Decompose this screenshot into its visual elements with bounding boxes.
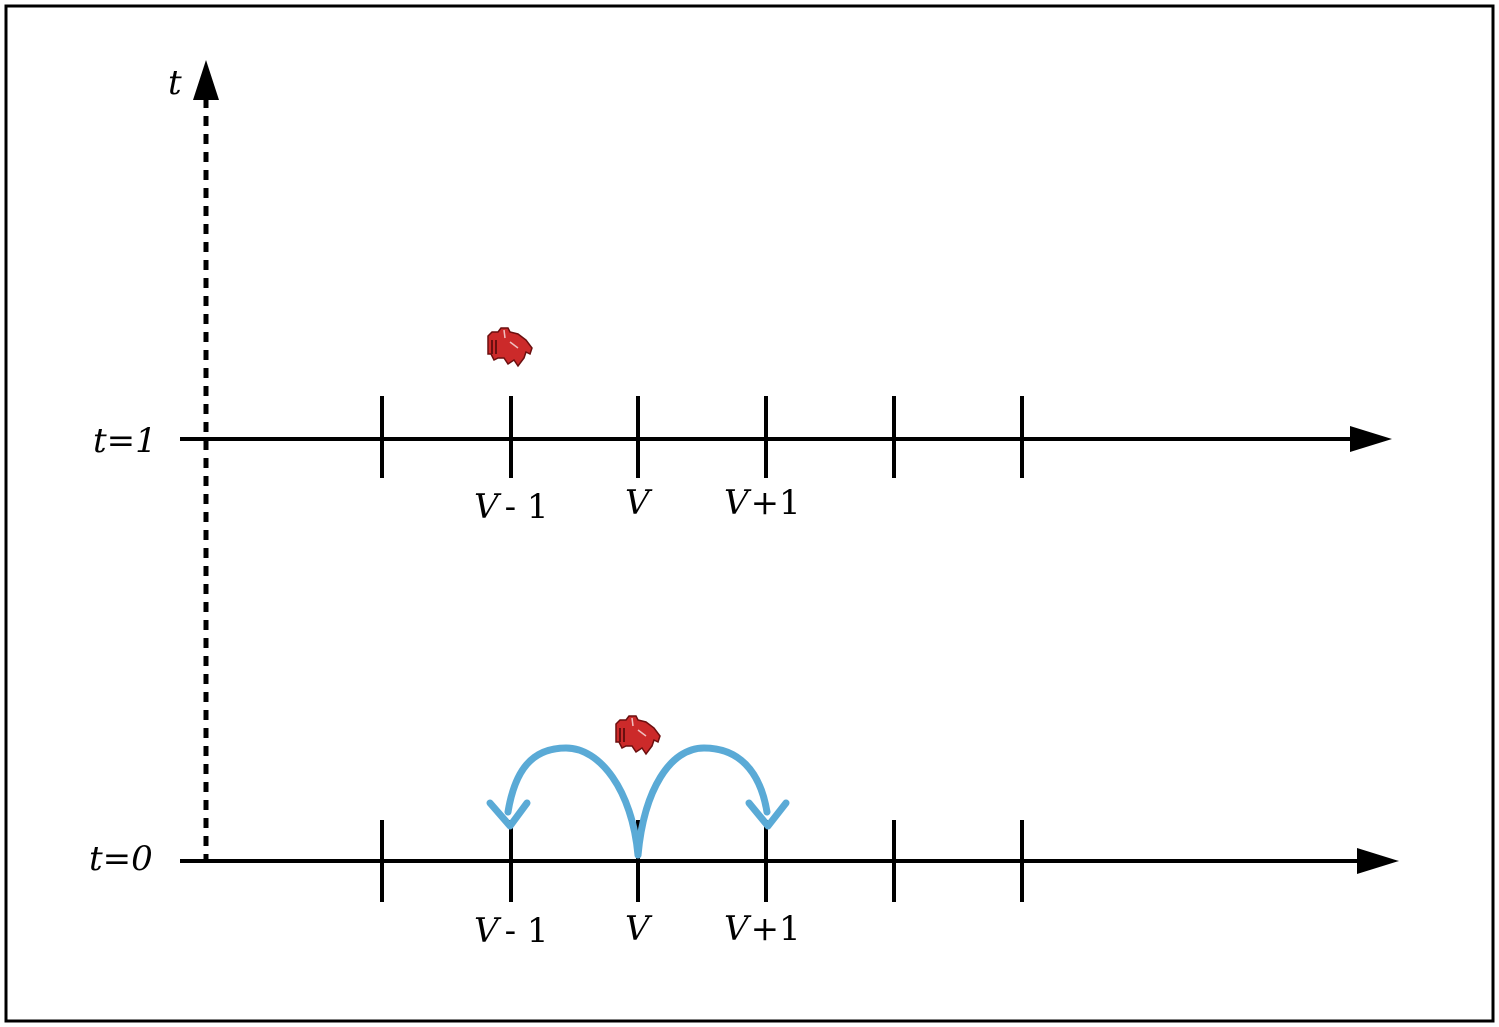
frame-border <box>4 4 1495 1023</box>
timeline-t1: t=1 V- 1 V V+1 <box>93 327 1392 527</box>
robot-icon <box>615 715 661 755</box>
timeline-t1-arrowhead <box>1350 426 1392 452</box>
tick-label-t1-v-minus-1: V- 1 <box>474 487 549 527</box>
robot-icon <box>487 327 533 367</box>
transition-arrow-left <box>504 744 642 859</box>
transition-arrowhead-left <box>486 799 531 830</box>
transition-arrow-right <box>634 744 771 859</box>
timeline-t0-arrowhead <box>1357 848 1399 874</box>
time-axis-arrowhead <box>193 60 219 100</box>
timeline-t0: t=0 V- 1 V V+1 <box>89 715 1399 951</box>
transition-arrowhead-right <box>745 799 790 830</box>
tick-label-t0-v-plus-1: V+1 <box>724 909 801 949</box>
level-label-t0: t=0 <box>89 839 153 879</box>
tick-label-t0-v-minus-1: V- 1 <box>474 911 549 951</box>
level-label-t1: t=1 <box>93 421 157 461</box>
tick-label-t1-v-plus-1: V+1 <box>724 483 801 523</box>
tick-label-t0-v: V <box>625 909 653 949</box>
time-axis-label: t <box>168 63 182 103</box>
tick-label-t1-v: V <box>625 483 653 523</box>
